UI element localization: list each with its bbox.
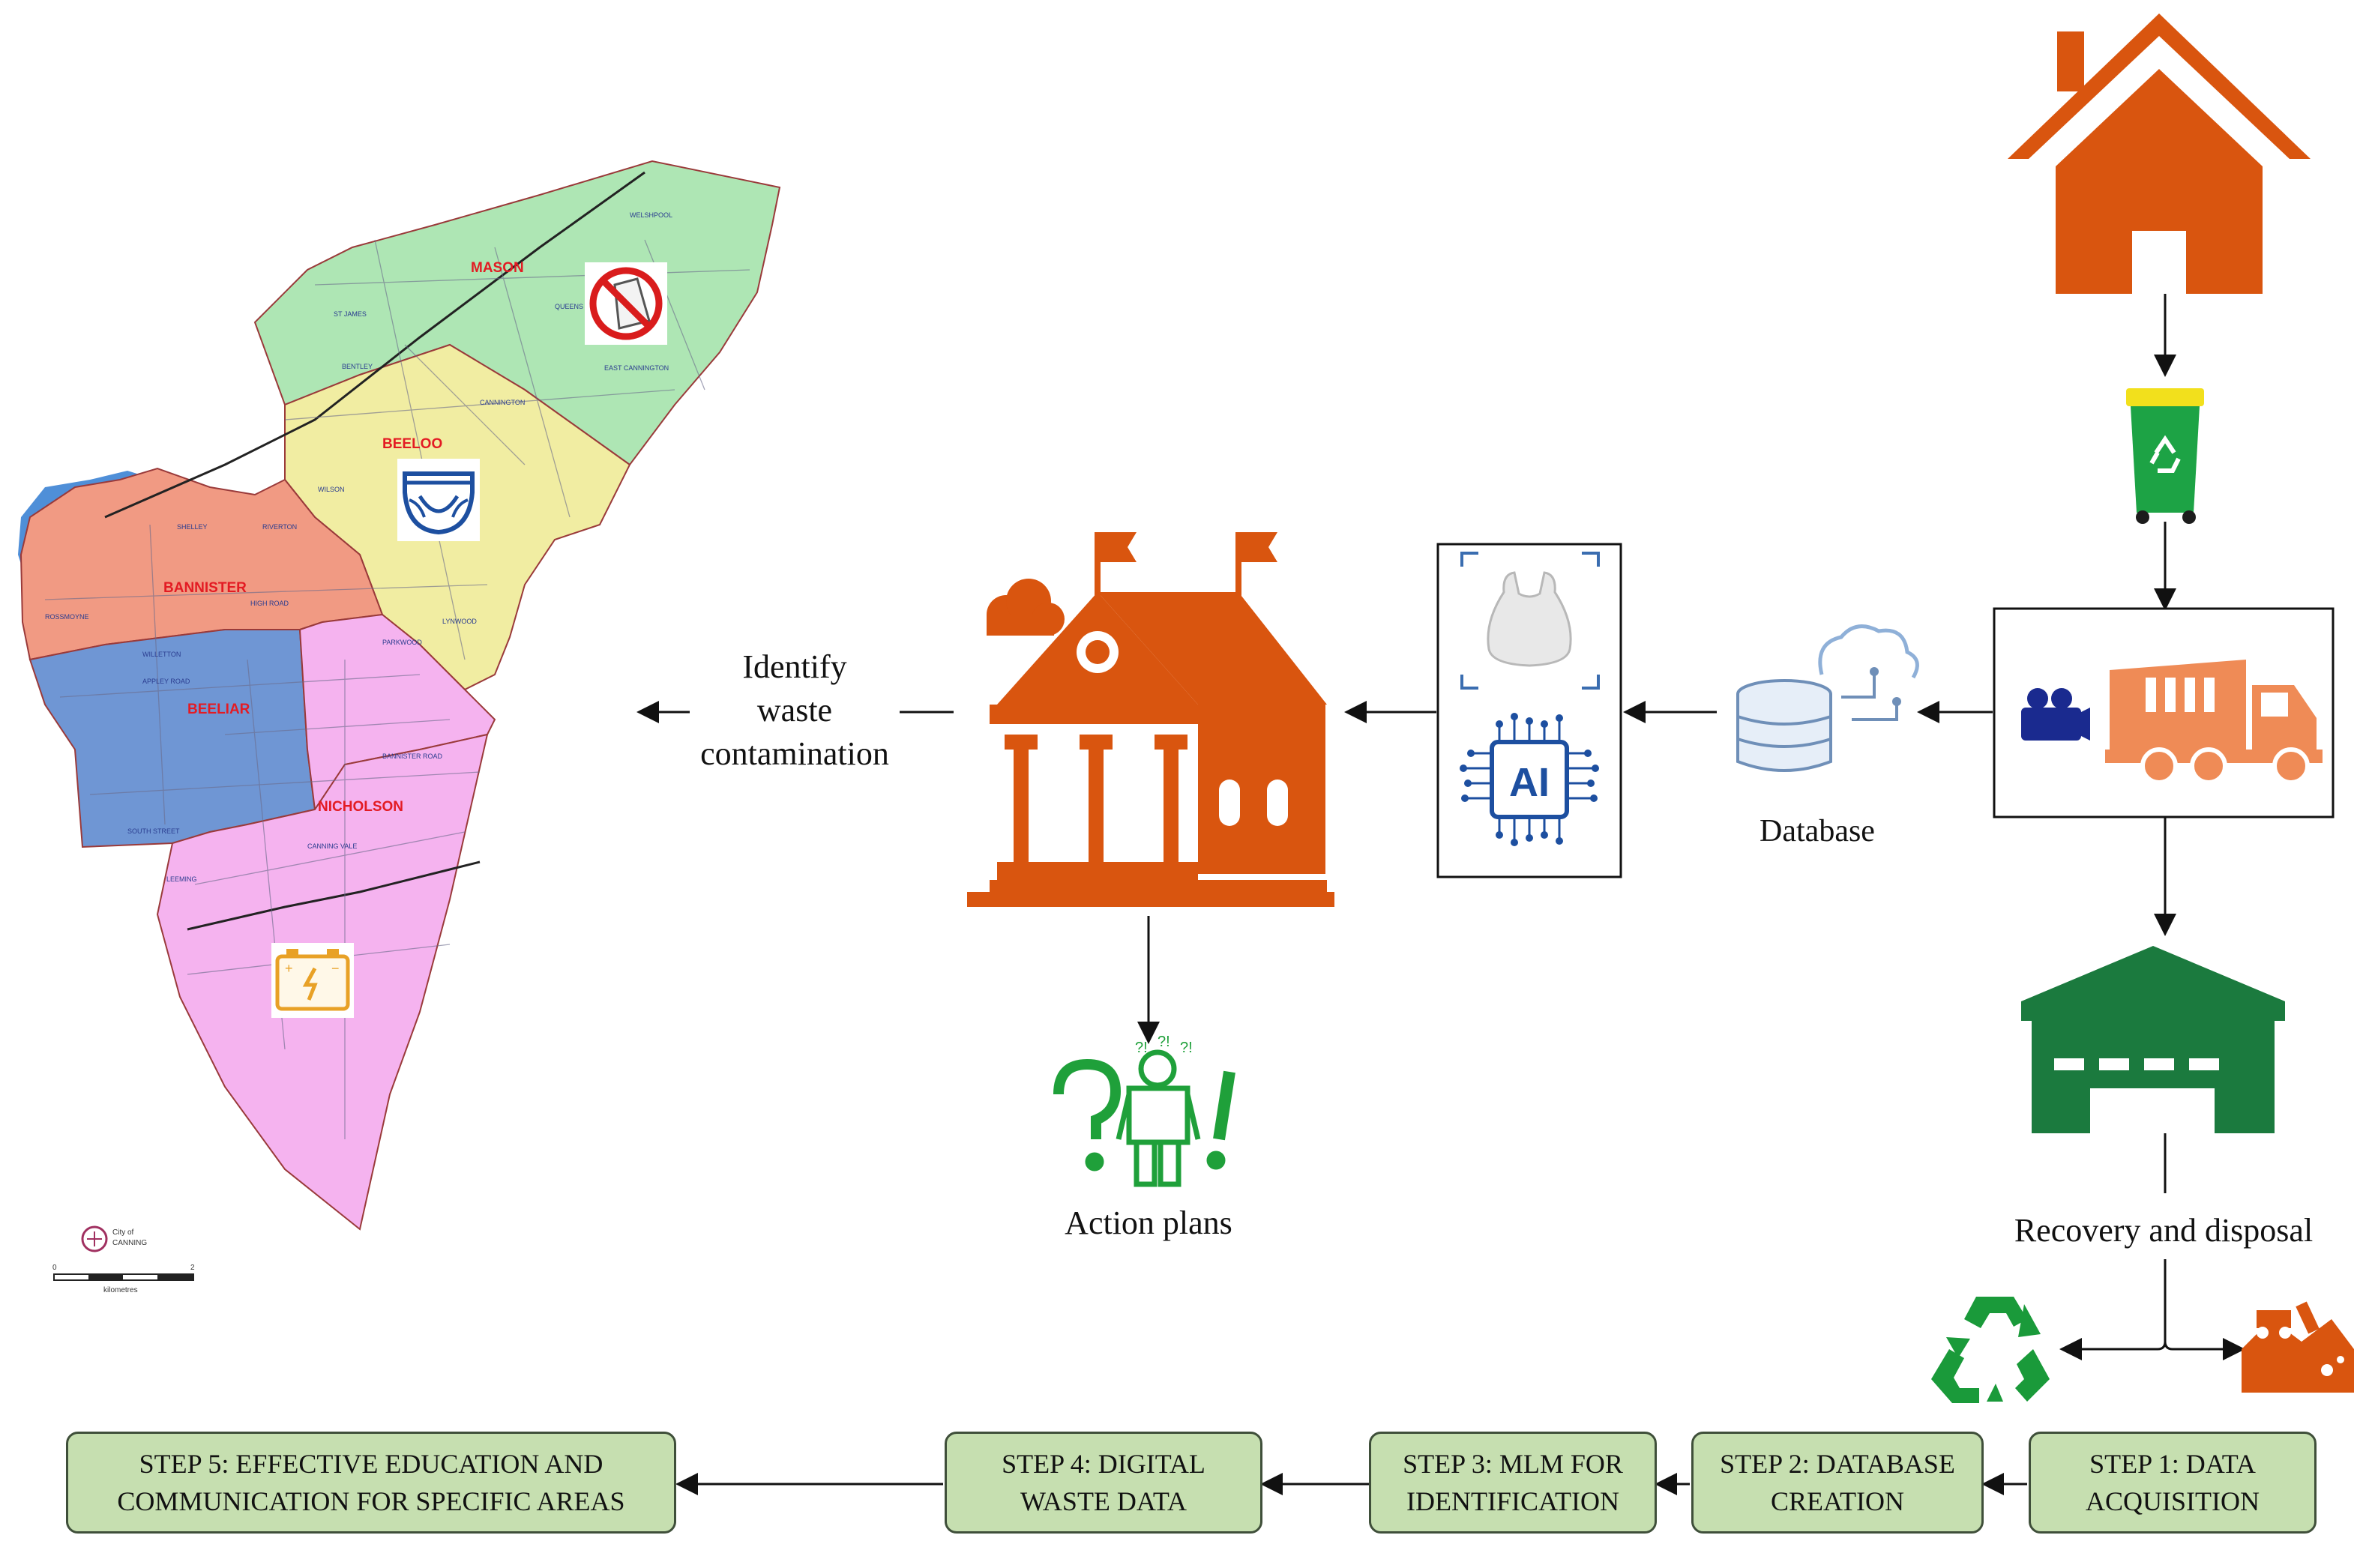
flow-arrows <box>636 294 2245 1495</box>
suburb-region-beeliar <box>28 629 316 848</box>
logo-text-line1: City of <box>112 1228 134 1237</box>
step-1-box: STEP 1: DATA ACQUISITION <box>2029 1432 2317 1534</box>
svg-text:−: − <box>331 961 340 976</box>
city-of-canning-logo: City of CANNING <box>81 1225 147 1252</box>
garbage-truck-icon <box>2105 660 2323 785</box>
suburb-label-mason: MASON <box>471 260 524 276</box>
action-plans-label: Action plans <box>1065 1204 1232 1241</box>
logo-text-line2: CANNING <box>112 1239 147 1247</box>
step-3-line-1: STEP 3: MLM FOR <box>1403 1449 1623 1479</box>
street-label: WILSON <box>318 486 345 493</box>
recovery-facility-icon <box>2021 946 2285 1133</box>
step-3-line-2: IDENTIFICATION <box>1406 1486 1619 1516</box>
street-label: SOUTH STREET <box>127 827 180 835</box>
no-plastic-bag-icon <box>585 262 667 345</box>
svg-text:+: + <box>285 961 293 976</box>
street-label: BANNISTER ROAD <box>382 753 443 760</box>
suburb-label-nicholson: NICHOLSON <box>318 799 403 815</box>
camera-icon <box>2021 688 2090 741</box>
street-label: ROSSMOYNE <box>45 613 89 621</box>
suburb-label-beeliar: BEELIAR <box>187 702 250 717</box>
step-3-box: STEP 3: MLM FOR IDENTIFICATION <box>1369 1432 1657 1534</box>
identify-line-2: waste <box>757 692 832 729</box>
step-2-box: STEP 2: DATABASE CREATION <box>1691 1432 1984 1534</box>
railway-line-south <box>187 860 481 931</box>
suburb-label-beeloo: BEELOO <box>382 436 442 452</box>
street-label: APPLEY ROAD <box>142 678 190 685</box>
map-scale-bar: 0 2 kilometres <box>52 1264 195 1294</box>
street-label: LYNWOOD <box>442 618 477 625</box>
scale-start: 0 <box>52 1264 57 1272</box>
step-5-box: STEP 5: EFFECTIVE EDUCATION AND COMMUNICA… <box>66 1432 676 1534</box>
step-4-line-2: WASTE DATA <box>1020 1486 1187 1516</box>
svg-text:?!: ?! <box>1135 1040 1148 1056</box>
svg-text:?!: ?! <box>1180 1040 1193 1056</box>
step-1-line-2: ACQUISITION <box>2086 1486 2260 1516</box>
street-label: SHELLEY <box>177 523 208 531</box>
railway-line <box>104 171 645 519</box>
database-icon <box>1736 624 1919 772</box>
step-4-line-1: STEP 4: DIGITAL <box>1002 1449 1205 1479</box>
street-label: QUEENS PARK <box>555 303 603 310</box>
landfill-icon <box>2242 1301 2354 1393</box>
database-label: Database <box>1760 814 1875 848</box>
step-5-line-1: STEP 5: EFFECTIVE EDUCATION AND <box>139 1449 603 1479</box>
step-2-line-2: CREATION <box>1770 1486 1904 1516</box>
street-label: WILLETTON <box>142 651 181 658</box>
recycle-icon <box>1931 1297 2050 1403</box>
street-label: LEEMING <box>166 875 197 883</box>
ai-chip-text: AI <box>1509 760 1550 805</box>
arrow-recovery-to-landfill <box>2164 1338 2245 1360</box>
street-label: WELSHPOOL <box>630 211 672 219</box>
suburb-label-bannister: BANNISTER <box>163 580 247 596</box>
scale-unit: kilometres <box>103 1286 138 1294</box>
recovery-disposal-label: Recovery and disposal <box>2014 1212 2313 1249</box>
street-label: EAST CANNINGTON <box>604 364 669 372</box>
street-label: BENTLEY <box>342 363 373 370</box>
identify-contamination-label: Identify waste contamination <box>700 648 889 772</box>
svg-text:?!: ?! <box>1158 1034 1170 1050</box>
battery-icon: + − <box>271 943 354 1018</box>
ai-chip-icon: AI <box>1460 713 1599 846</box>
street-label: CANNINGTON <box>480 399 525 406</box>
recycle-bin-icon <box>2126 388 2204 524</box>
street-label: HIGH ROAD <box>250 600 289 607</box>
diaper-icon <box>397 459 480 541</box>
city-hall-icon <box>967 532 1334 907</box>
step-2-line-1: STEP 2: DATABASE <box>1720 1449 1955 1479</box>
street-label: PARKWOOD <box>382 639 422 646</box>
city-of-canning-map: MASON BEELOO BANNISTER BEELIAR NICHOLSON… <box>18 160 781 1294</box>
step-1-line-1: STEP 1: DATA <box>2089 1449 2256 1479</box>
suburb-region-nicholson <box>298 613 496 812</box>
road-network <box>44 239 750 1139</box>
plastic-bag-icon <box>1460 552 1600 690</box>
identify-line-1: Identify <box>742 648 846 685</box>
step-5-line-2: COMMUNICATION FOR SPECIFIC AREAS <box>117 1486 625 1516</box>
arrow-recovery-split <box>2059 1259 2167 1360</box>
step-4-box: STEP 4: DIGITAL WASTE DATA <box>945 1432 1262 1534</box>
street-label: RIVERTON <box>262 523 297 531</box>
identify-line-3: contamination <box>700 735 889 772</box>
confused-person-icon: ?! ?! ?! <box>1053 1034 1235 1187</box>
scale-end: 2 <box>190 1264 195 1272</box>
street-label: CANNING VALE <box>307 842 357 850</box>
house-icon <box>2008 13 2311 294</box>
street-label: ST JAMES <box>334 310 367 318</box>
